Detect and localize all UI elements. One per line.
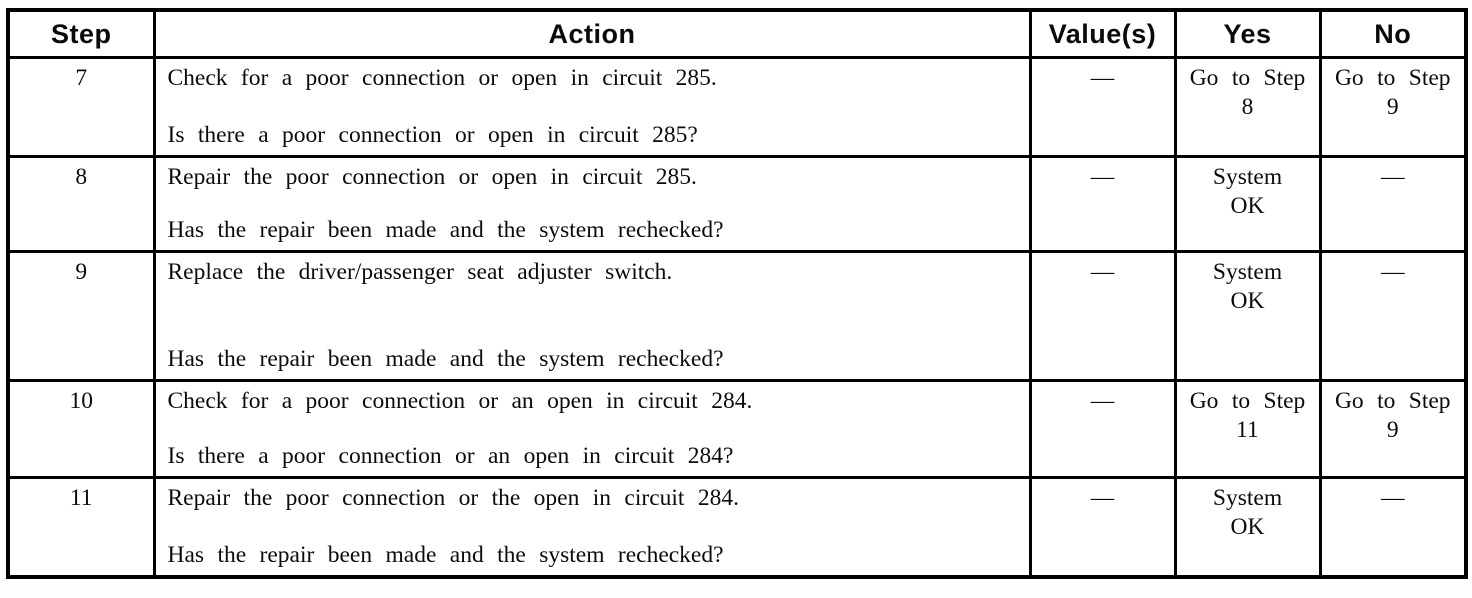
action-question: Has the repair been made and the system … [167, 216, 724, 243]
header-values: Value(s) [1028, 8, 1177, 59]
action-instruction: Repair the poor connection or the open i… [167, 485, 739, 511]
values-cell: — [1028, 155, 1177, 253]
step-number: 7 [6, 56, 156, 158]
header-action: Action [152, 8, 1032, 59]
table-row-step-8: 8 Repair the poor connection or open in … [6, 155, 1468, 253]
yes-cell: Go to Step 8 [1173, 56, 1322, 158]
action-cell: Repair the poor connection or open in ci… [152, 155, 1032, 253]
header-step: Step [6, 8, 156, 59]
action-cell: Replace the driver/passenger seat adjust… [152, 250, 1032, 382]
no-cell: — [1318, 250, 1468, 382]
step-number: 8 [6, 155, 156, 253]
no-cell: Go to Step 9 [1318, 379, 1468, 479]
action-content: Repair the poor connection or open in ci… [168, 163, 1019, 245]
table-row-step-7: 7 Check for a poor connection or open in… [6, 56, 1468, 158]
yes-cell: System OK [1173, 476, 1322, 579]
table-row-step-9: 9 Replace the driver/passenger seat adju… [6, 250, 1468, 382]
no-cell: Go to Step 9 [1318, 56, 1468, 158]
values-cell: — [1028, 476, 1177, 579]
action-question: Is there a poor connection or open in ci… [167, 121, 698, 148]
step-number: 9 [6, 250, 156, 382]
action-instruction: Repair the poor connection or open in ci… [167, 164, 697, 190]
action-content: Check for a poor connection or open in c… [168, 64, 1019, 150]
header-no: No [1318, 8, 1468, 59]
yes-cell: System OK [1173, 155, 1322, 253]
yes-cell: Go to Step 11 [1173, 379, 1322, 479]
action-content: Replace the driver/passenger seat adjust… [168, 258, 1019, 374]
action-question: Is there a poor connection or an open in… [167, 442, 734, 469]
action-cell: Check for a poor connection or an open i… [152, 379, 1032, 479]
action-instruction: Check for a poor connection or open in c… [167, 65, 717, 91]
values-cell: — [1028, 56, 1177, 158]
table-row-step-10: 10 Check for a poor connection or an ope… [6, 379, 1468, 479]
action-content: Check for a poor connection or an open i… [168, 387, 1019, 471]
step-number: 10 [6, 379, 156, 479]
header-yes: Yes [1173, 8, 1322, 59]
action-content: Repair the poor connection or the open i… [168, 484, 1019, 570]
yes-cell: System OK [1173, 250, 1322, 382]
table-row-step-11: 11 Repair the poor connection or the ope… [6, 476, 1468, 579]
no-cell: — [1318, 476, 1468, 579]
action-question: Has the repair been made and the system … [167, 345, 724, 372]
diagnostic-table: Step Action Value(s) Yes No 7 Check for … [6, 8, 1468, 579]
action-cell: Check for a poor connection or open in c… [152, 56, 1032, 158]
values-cell: — [1028, 250, 1177, 382]
action-question: Has the repair been made and the system … [167, 541, 724, 568]
table-header-row: Step Action Value(s) Yes No [6, 8, 1468, 59]
action-cell: Repair the poor connection or the open i… [152, 476, 1032, 579]
no-cell: — [1318, 155, 1468, 253]
values-cell: — [1028, 379, 1177, 479]
action-instruction: Check for a poor connection or an open i… [167, 388, 753, 414]
step-number: 11 [6, 476, 156, 579]
action-instruction: Replace the driver/passenger seat adjust… [167, 259, 673, 285]
